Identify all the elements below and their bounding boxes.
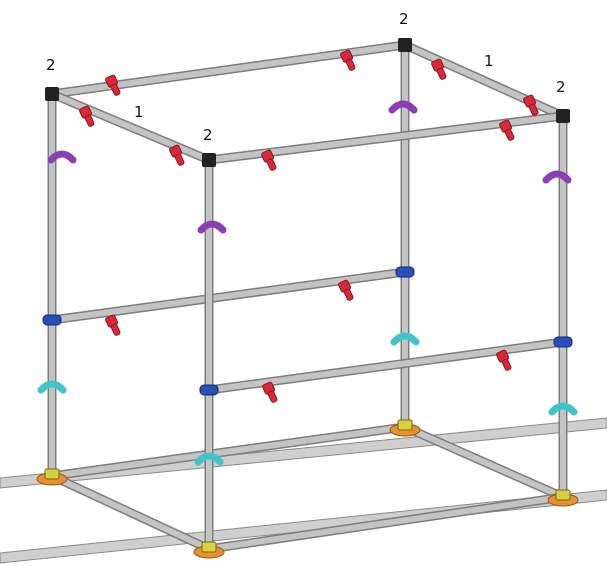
base-tube-front bbox=[206, 494, 566, 552]
elbow-teal-back bbox=[390, 332, 420, 346]
floor-rail-front bbox=[0, 489, 607, 564]
callout-labels: 2 2 2 2 1 1 bbox=[46, 10, 566, 144]
clamp-red-4-stem bbox=[266, 158, 277, 171]
floor-rail-back bbox=[0, 417, 607, 489]
coupler-right bbox=[553, 336, 573, 348]
clamp-red-1 bbox=[105, 74, 121, 96]
floor-rails bbox=[0, 417, 607, 564]
label-edge-left: 1 bbox=[134, 103, 144, 121]
clamp-red-2 bbox=[79, 105, 95, 127]
clamp-red-11 bbox=[262, 381, 278, 403]
coupler-front bbox=[199, 384, 219, 396]
top-tube-right bbox=[402, 42, 566, 119]
elbow-teal-left bbox=[37, 380, 67, 394]
base-tube-left bbox=[49, 473, 212, 552]
elbow-teal-front bbox=[194, 452, 224, 466]
elbow-teal-right bbox=[548, 402, 578, 416]
label-corner-top-right: 2 bbox=[556, 78, 566, 96]
elbow-purple-front bbox=[197, 220, 227, 234]
foot-right-fitting bbox=[555, 489, 571, 501]
corner-fitting-top-left bbox=[45, 87, 59, 101]
elbow-purple-back bbox=[388, 100, 418, 114]
clamp-red-8 bbox=[499, 119, 515, 141]
clamp-red-12-stem bbox=[501, 358, 512, 371]
coupler-back bbox=[395, 266, 415, 278]
base-tube-right bbox=[402, 424, 566, 500]
coupler-left bbox=[42, 314, 62, 326]
clamp-red-3-stem bbox=[174, 153, 185, 166]
clamp-red-6-stem bbox=[436, 67, 447, 80]
clamp-red-12 bbox=[496, 349, 512, 371]
clamp-red-9-stem bbox=[110, 323, 121, 336]
clamp-red-8-stem bbox=[504, 128, 515, 141]
label-corner-top-back: 2 bbox=[399, 10, 409, 28]
clamp-red-11-stem bbox=[267, 390, 278, 403]
clamp-red-4 bbox=[261, 149, 277, 171]
foot-back-fitting bbox=[397, 419, 413, 431]
foot-left-fitting bbox=[44, 468, 60, 480]
corner-fitting-top-right bbox=[556, 109, 570, 123]
elbow-purple-right bbox=[542, 170, 572, 184]
clamp-red-7-stem bbox=[528, 103, 539, 116]
label-corner-top-left: 2 bbox=[46, 56, 56, 74]
corner-fitting-top-back bbox=[398, 38, 412, 52]
clamp-red-2-stem bbox=[84, 114, 95, 127]
clamp-red-3 bbox=[169, 144, 185, 166]
clamp-red-1-stem bbox=[110, 83, 121, 96]
fittings bbox=[36, 38, 579, 559]
clamp-red-7 bbox=[523, 94, 539, 116]
clamp-red-9 bbox=[105, 314, 121, 336]
clamp-red-10 bbox=[338, 279, 354, 301]
clamp-red-5 bbox=[340, 49, 356, 71]
top-tube-left bbox=[49, 91, 212, 163]
foot-front-fitting bbox=[201, 541, 217, 553]
clamp-red-5-stem bbox=[345, 58, 356, 71]
base-tube-back bbox=[49, 424, 408, 479]
clamp-red-10-stem bbox=[343, 288, 354, 301]
elbow-purple-left bbox=[47, 150, 77, 164]
corner-fitting-top-front bbox=[202, 153, 216, 167]
label-edge-right: 1 bbox=[484, 52, 494, 70]
clamp-red-6 bbox=[431, 58, 447, 80]
label-corner-top-front: 2 bbox=[203, 126, 213, 144]
